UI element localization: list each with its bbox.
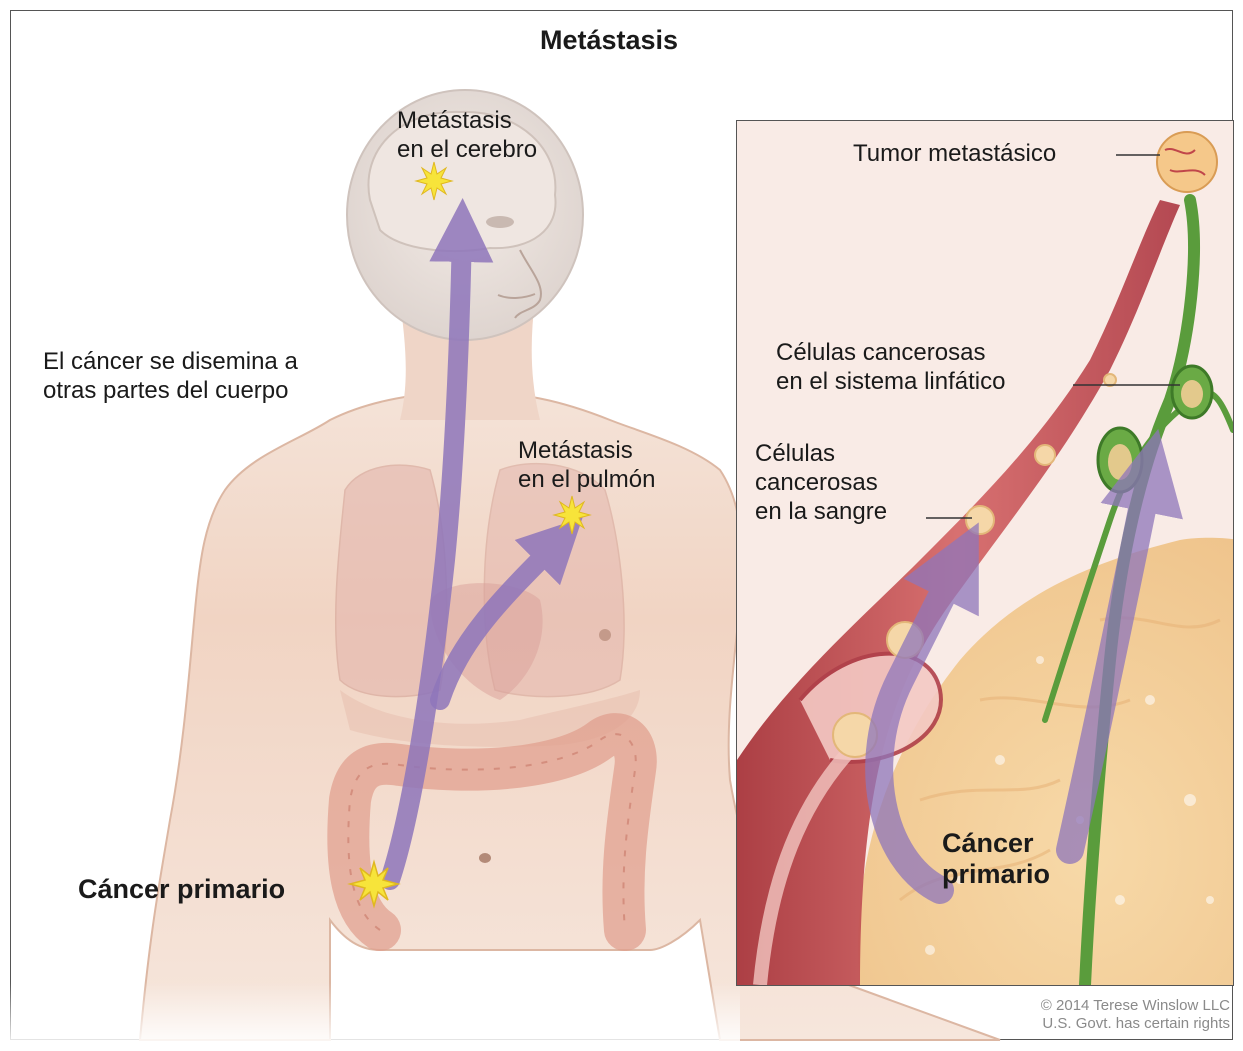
label-spread-line1: El cáncer se disemina a: [43, 348, 298, 377]
diagram-title: Metástasis: [540, 24, 678, 56]
metastatic-tumor: [1157, 132, 1217, 192]
copyright-credit: © 2014 Terese Winslow LLC U.S. Govt. has…: [1041, 997, 1230, 1033]
label-primary-cancer-inset: Cáncer primario: [942, 828, 1050, 890]
label-blood-line1: Células: [755, 440, 887, 469]
label-blood-line3: en la sangre: [755, 498, 887, 527]
label-lymph-line1: Células cancerosas: [776, 339, 1005, 368]
credit-line1: © 2014 Terese Winslow LLC: [1041, 997, 1230, 1015]
credit-line2: U.S. Govt. has certain rights: [1041, 1015, 1230, 1033]
label-lymph-cells: Células cancerosas en el sistema linfáti…: [776, 339, 1005, 397]
label-brain-line1: Metástasis: [397, 107, 537, 136]
label-primary-inset-line2: primario: [942, 859, 1050, 890]
label-brain-line2: en el cerebro: [397, 136, 537, 165]
label-brain-metastasis: Metástasis en el cerebro: [397, 107, 537, 165]
label-lymph-line2: en el sistema linfático: [776, 368, 1005, 397]
cancer-cell-blood-1: [966, 506, 994, 534]
label-primary-cancer-body: Cáncer primario: [78, 873, 285, 905]
label-blood-line2: cancerosas: [755, 469, 887, 498]
label-primary-inset-line1: Cáncer: [942, 828, 1050, 859]
label-blood-cells: Células cancerosas en la sangre: [755, 440, 887, 526]
label-spread: El cáncer se disemina a otras partes del…: [43, 348, 298, 406]
label-lung-line1: Metástasis: [518, 437, 655, 466]
label-lung-metastasis: Metástasis en el pulmón: [518, 437, 655, 495]
label-spread-line2: otras partes del cuerpo: [43, 377, 298, 406]
label-metastatic-tumor: Tumor metastásico: [853, 140, 1056, 169]
label-lung-line2: en el pulmón: [518, 466, 655, 495]
